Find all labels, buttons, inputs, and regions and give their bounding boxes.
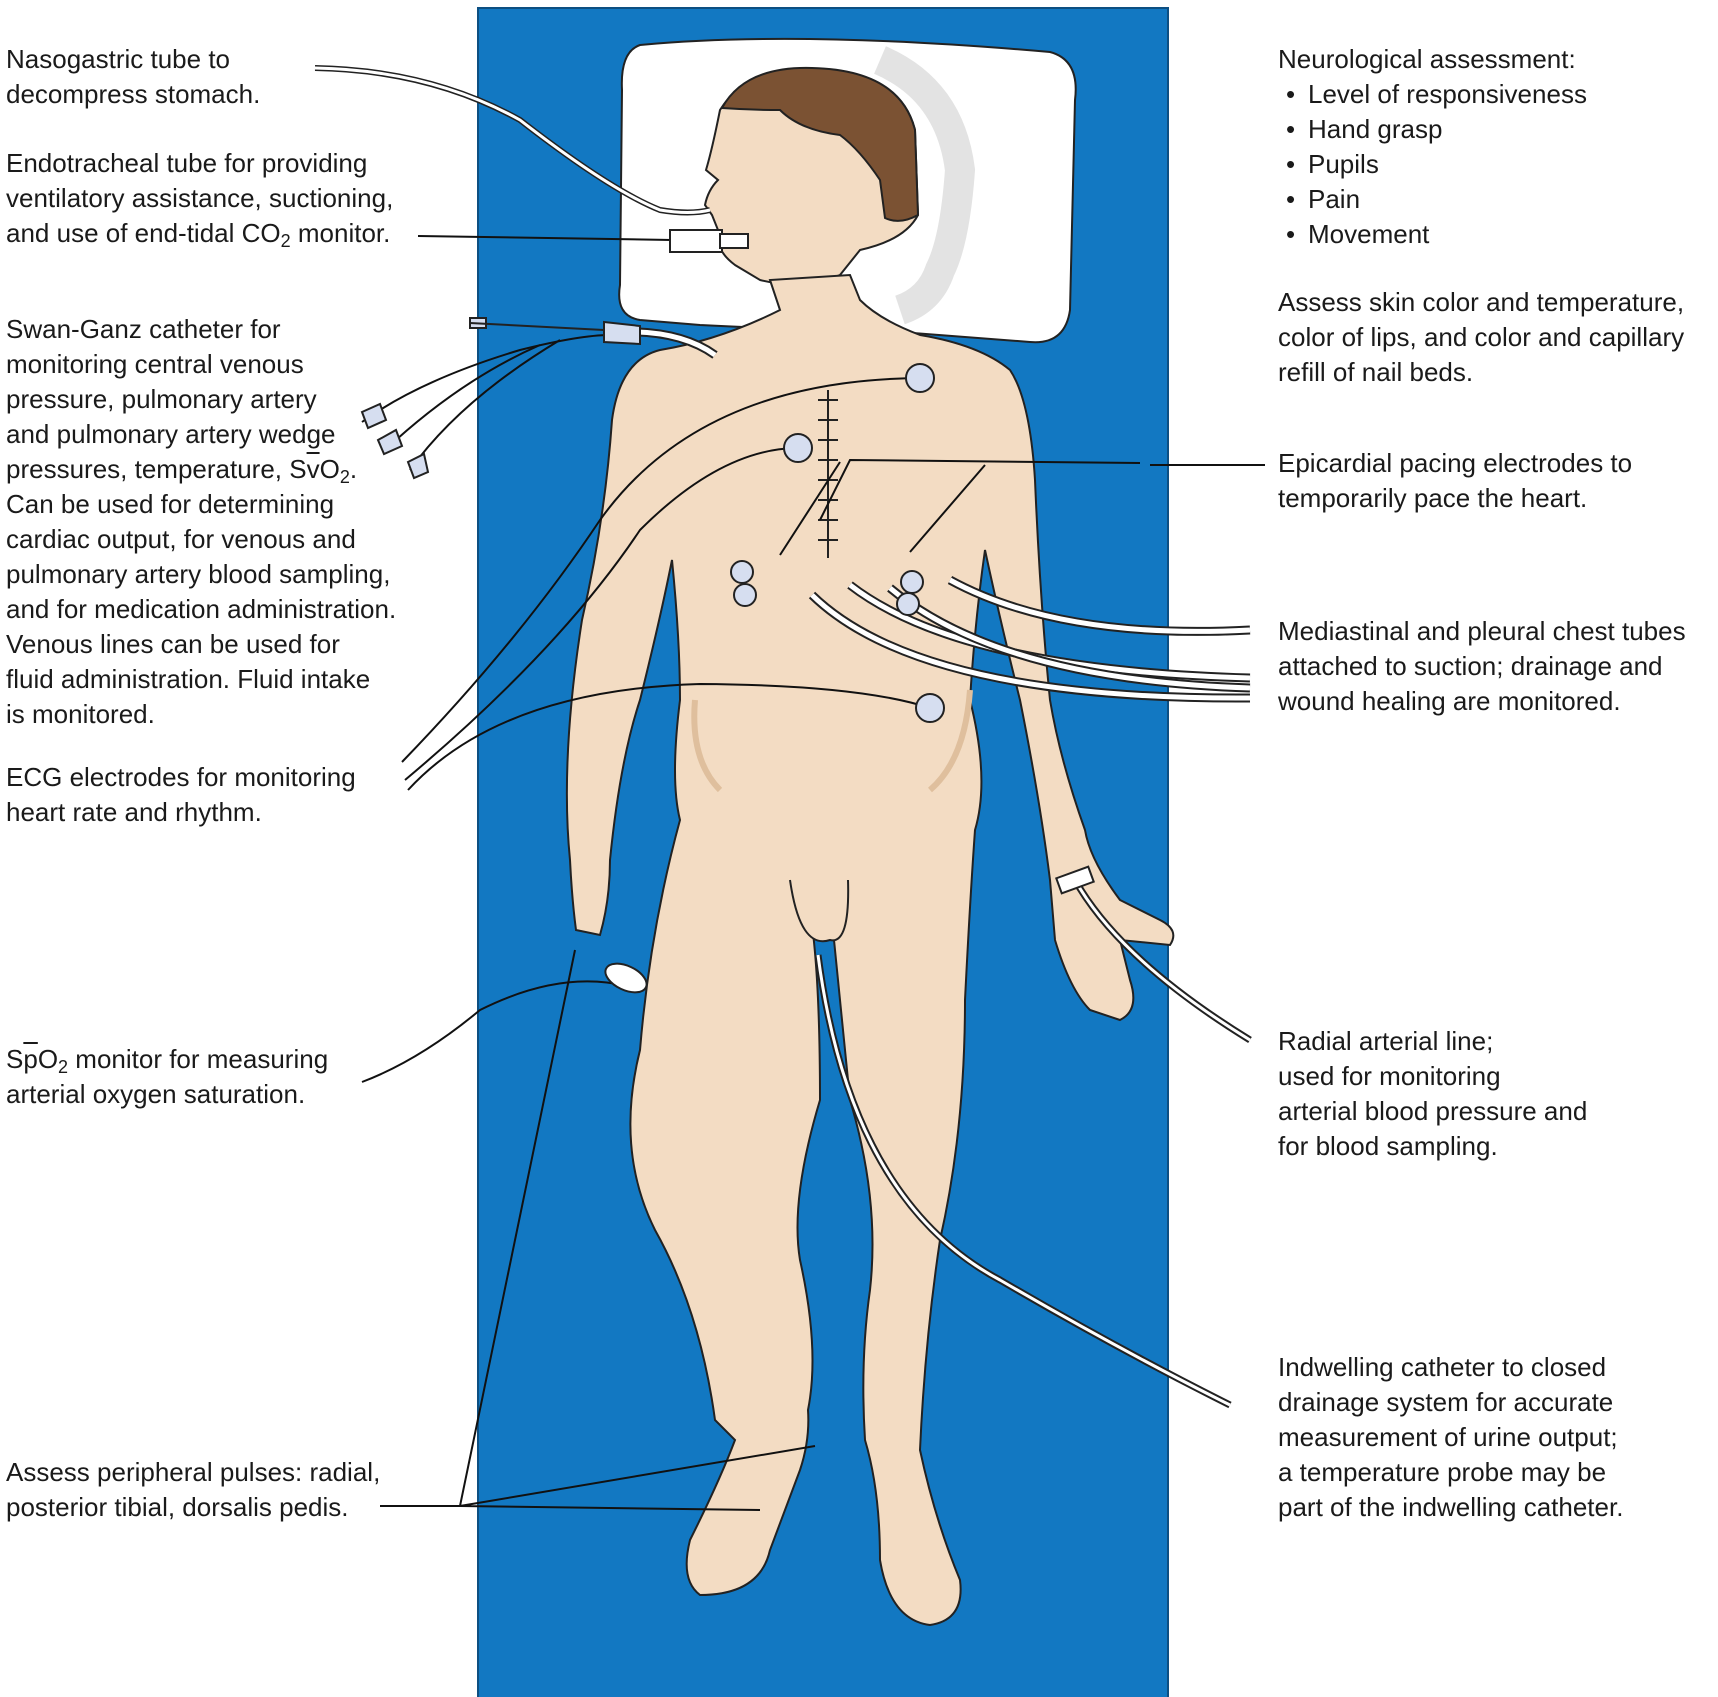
label-line: cardiac output, for venous and (6, 524, 356, 554)
label-line: part of the indwelling catheter. (1278, 1492, 1624, 1522)
label-line: Epicardial pacing electrodes to (1278, 448, 1633, 478)
label-line: arterial blood pressure and (1278, 1096, 1588, 1126)
pacing-electrode-a (730, 560, 754, 584)
label-spo2: SpO2 monitor for measuring arterial oxyg… (6, 1042, 328, 1112)
label-line: attached to suction; drainage and (1278, 651, 1663, 681)
label-endotracheal: Endotracheal tube for providing ventilat… (6, 146, 393, 251)
label-line: Venous lines can be used for (6, 629, 340, 659)
label-line: heart rate and rhythm. (6, 797, 262, 827)
label-line: arterial oxygen saturation. (6, 1079, 306, 1109)
pacing-electrode-b (733, 583, 757, 607)
label-line: monitoring central venous (6, 349, 304, 379)
hair (720, 66, 920, 222)
label-chest-tubes: Mediastinal and pleural chest tubes atta… (1278, 614, 1686, 719)
label-ecg: ECG electrodes for monitoring heart rate… (6, 760, 356, 830)
label-line: Nasogastric tube to (6, 44, 231, 74)
label-skin: Assess skin color and temperature, color… (1278, 285, 1684, 390)
label-line: Swan-Ganz catheter for (6, 314, 281, 344)
label-line: Radial arterial line; (1278, 1026, 1494, 1056)
label-line: decompress stomach. (6, 79, 261, 109)
label-line: refill of nail beds. (1278, 357, 1474, 387)
label-line: drainage system for accurate (1278, 1387, 1614, 1417)
neuro-item: Movement (1278, 217, 1587, 252)
label-neurological: Neurological assessment: Level of respon… (1278, 42, 1587, 252)
label-line-svo2: pressures, temperature, SvO2. (6, 454, 358, 487)
ecg-wire-2 (404, 447, 796, 781)
label-line: used for monitoring (1278, 1061, 1501, 1091)
label-line: ventilatory assistance, suctioning, (6, 183, 394, 213)
label-line: pressure, pulmonary artery (6, 384, 317, 414)
label-swan-ganz: Swan-Ganz catheter for monitoring centra… (6, 312, 396, 732)
label-line: a temperature probe may be (1278, 1457, 1607, 1487)
spo2-clip (604, 962, 648, 994)
label-line: fluid administration. Fluid intake (6, 664, 371, 694)
epicardial-leader (779, 458, 1265, 556)
label-line: Endotracheal tube for providing (6, 148, 368, 178)
label-line: Indwelling catheter to closed (1278, 1352, 1607, 1382)
ecg-electrode-lower (915, 693, 945, 723)
endotracheal-leader (417, 235, 673, 241)
label-nasogastric: Nasogastric tube to decompress stomach. (6, 42, 260, 112)
label-line: Mediastinal and pleural chest tubes (1278, 616, 1686, 646)
label-line: is monitored. (6, 699, 155, 729)
pacing-electrode-d (896, 592, 920, 616)
ecg-electrode-upper-right (905, 363, 935, 393)
label-line: measurement of urine output; (1278, 1422, 1618, 1452)
label-line: and pulmonary artery wedge (6, 419, 336, 449)
endotracheal-connector (669, 229, 723, 253)
electrodes (730, 363, 945, 723)
label-line: pulmonary artery blood sampling, (6, 559, 391, 589)
ecg-electrode-upper-left (783, 433, 813, 463)
label-line: Can be used for determining (6, 489, 335, 519)
pacing-electrode-c (900, 570, 924, 594)
label-line: ECG electrodes for monitoring (6, 762, 356, 792)
swan-ganz-catheter (360, 317, 641, 480)
neuro-list: Level of responsiveness Hand grasp Pupil… (1278, 77, 1587, 252)
neuro-item: Hand grasp (1278, 112, 1587, 147)
label-line: for blood sampling. (1278, 1131, 1498, 1161)
neuro-item: Level of responsiveness (1278, 77, 1587, 112)
label-radial-line: Radial arterial line; used for monitorin… (1278, 1024, 1587, 1164)
neuro-item: Pupils (1278, 147, 1587, 182)
label-line: Assess skin color and temperature, (1278, 287, 1685, 317)
label-line: wound healing are monitored. (1278, 686, 1621, 716)
label-line: posterior tibial, dorsalis pedis. (6, 1492, 349, 1522)
spo2-cable (361, 980, 627, 1083)
label-line: Assess peripheral pulses: radial, (6, 1457, 381, 1487)
label-indwelling: Indwelling catheter to closed drainage s… (1278, 1350, 1623, 1525)
label-line: color of lips, and color and capillary (1278, 322, 1685, 352)
label-pulses: Assess peripheral pulses: radial, poster… (6, 1455, 380, 1525)
wrist-band (1055, 865, 1095, 895)
label-epicardial: Epicardial pacing electrodes to temporar… (1278, 446, 1632, 516)
label-line-co2: and use of end-tidal CO2 monitor. (6, 218, 391, 251)
ecg-wire-1 (401, 377, 921, 763)
label-line-spo2: SpO2 monitor for measuring (6, 1044, 329, 1077)
neuro-title: Neurological assessment: (1278, 44, 1576, 74)
label-line: temporarily pace the heart. (1278, 483, 1588, 513)
neuro-item: Pain (1278, 182, 1587, 217)
pulses-leader (380, 949, 816, 1511)
ecg-wire-3 (407, 682, 931, 791)
label-line: and for medication administration. (6, 594, 397, 624)
